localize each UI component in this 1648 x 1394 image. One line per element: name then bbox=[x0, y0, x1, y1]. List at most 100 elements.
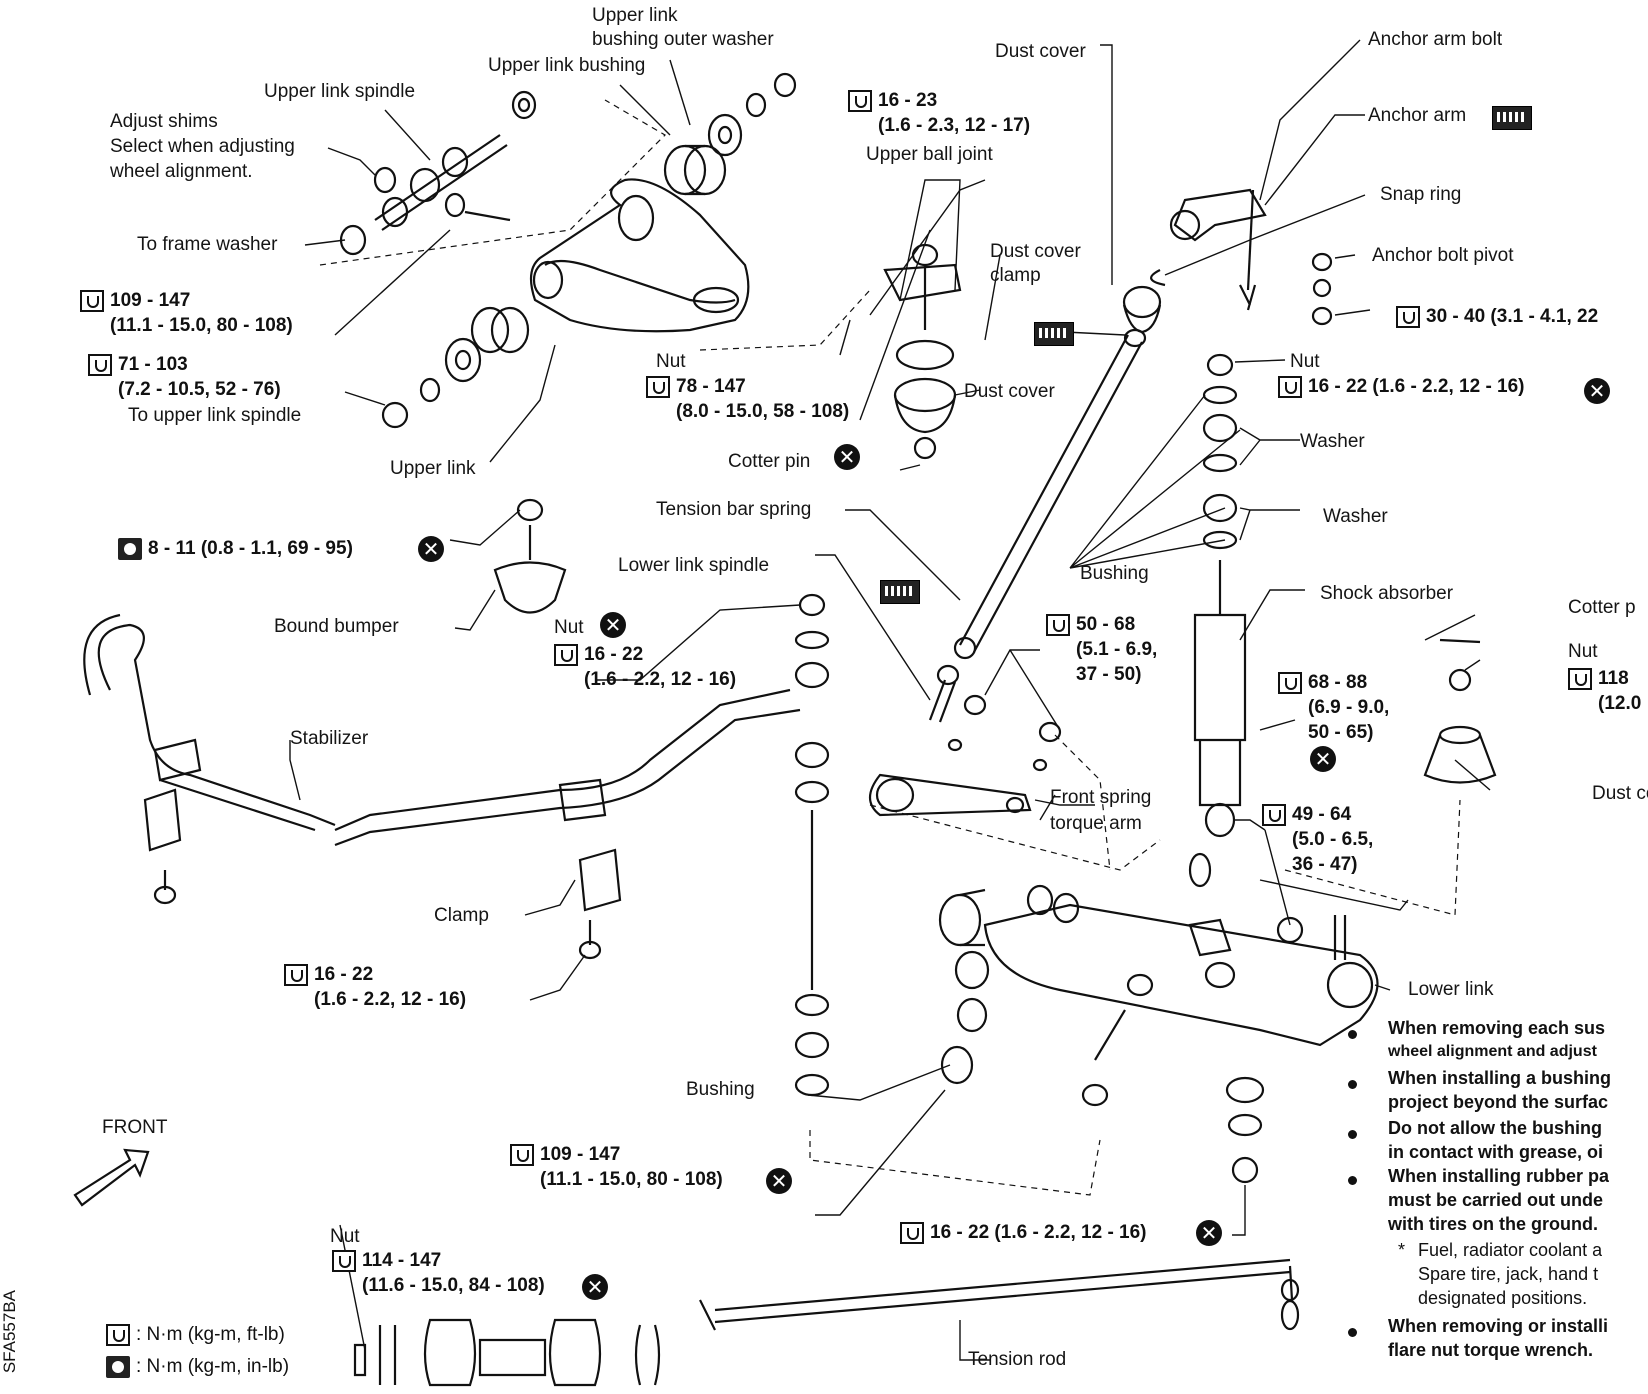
torque-wrench-icon bbox=[554, 644, 578, 666]
torque-68-88: 68 - 88 (6.9 - 9.0, 50 - 65) bbox=[1278, 670, 1389, 745]
note-bullet bbox=[1348, 1030, 1357, 1039]
legend-nm-inlb: : N·m (kg-m, in-lb) bbox=[106, 1354, 289, 1379]
label-to-frame-washer: To frame washer bbox=[137, 234, 278, 255]
torque-30-40: 30 - 40 (3.1 - 4.1, 22 bbox=[1396, 304, 1598, 329]
note-2-line-2: project beyond the surfac bbox=[1388, 1092, 1609, 1112]
grease-badge-icon bbox=[1034, 322, 1074, 346]
label-cotter-pin: Cotter pin bbox=[728, 451, 811, 472]
torque-16-22-nut-left: 16 - 22 (1.6 - 2.2, 12 - 16) bbox=[554, 642, 736, 692]
torque-wrench-icon bbox=[848, 90, 872, 112]
label-upper-link-bushing-outer-washer-1: Upper link bbox=[592, 5, 678, 26]
label-dust-cover-clamp: Dust cover bbox=[990, 241, 1081, 262]
label-snap-ring: Snap ring bbox=[1380, 184, 1462, 205]
lower-bushings bbox=[940, 852, 1300, 1302]
dust-cover-right bbox=[1423, 638, 1497, 784]
label-washer-2: Washer bbox=[1323, 506, 1388, 527]
upper-link-spindle bbox=[339, 90, 537, 256]
note-1-line-1: When removing each sus bbox=[1388, 1018, 1606, 1038]
torque-wrench-icon bbox=[1396, 306, 1420, 328]
no-reuse-icon: ✕ bbox=[766, 1168, 792, 1194]
note-5-line-1: Fuel, radiator coolant a bbox=[1418, 1240, 1603, 1260]
label-washer-1: Washer bbox=[1300, 431, 1365, 452]
torque-wrench-icon bbox=[900, 1222, 924, 1244]
tension-bar-spring bbox=[953, 328, 1147, 660]
label-dust-cov: Dust cov bbox=[1592, 783, 1648, 804]
label-nut-upper: Nut bbox=[656, 351, 686, 372]
label-upper-link: Upper link bbox=[390, 458, 476, 479]
torque-78-147: 78 - 147 (8.0 - 15.0, 58 - 108) bbox=[646, 374, 849, 424]
label-bushing-lower: Bushing bbox=[686, 1079, 755, 1100]
label-adjust-shims-3: wheel alignment. bbox=[110, 161, 253, 182]
no-reuse-icon: ✕ bbox=[1584, 378, 1610, 404]
shock-absorber bbox=[1193, 353, 1247, 838]
label-front-spring-torque-arm-2: torque arm bbox=[1050, 813, 1142, 834]
note-bullet bbox=[1348, 1328, 1357, 1337]
torque-wrench-icon bbox=[1278, 672, 1302, 694]
label-upper-ball-joint: Upper ball joint bbox=[866, 144, 993, 165]
note-5-line-2: Spare tire, jack, hand t bbox=[1418, 1264, 1599, 1284]
torque-114-147: 114 - 147 (11.6 - 15.0, 84 - 108) bbox=[332, 1248, 545, 1298]
tension-rod bbox=[353, 1258, 1300, 1387]
torque-wrench-icon bbox=[106, 1324, 130, 1346]
torque-wrench-inlb-icon bbox=[118, 538, 142, 560]
note-2-line-1: When installing a bushing bbox=[1388, 1068, 1611, 1088]
torque-16-22-bottom: 16 - 22 (1.6 - 2.2, 12 - 16) bbox=[900, 1220, 1147, 1245]
label-shock-absorber: Shock absorber bbox=[1320, 583, 1454, 604]
torque-118: 118 (12.0 bbox=[1568, 666, 1641, 716]
note-bullet bbox=[1348, 1176, 1357, 1185]
label-clamp: Clamp bbox=[434, 905, 489, 926]
note-1-line-2: wheel alignment and adjust bbox=[1388, 1043, 1597, 1060]
label-tension-bar-spring: Tension bar spring bbox=[656, 499, 812, 520]
torque-16-22-clamp: 16 - 22 (1.6 - 2.2, 12 - 16) bbox=[284, 962, 466, 1012]
label-anchor-arm: Anchor arm bbox=[1368, 105, 1467, 126]
anchor-arm bbox=[1150, 188, 1333, 326]
label-lower-link-spindle: Lower link spindle bbox=[618, 555, 770, 576]
torque-wrench-inlb-icon bbox=[106, 1356, 130, 1378]
label-front: FRONT bbox=[102, 1117, 168, 1138]
torque-wrench-icon bbox=[1046, 614, 1070, 636]
note-6-line-2: flare nut torque wrench. bbox=[1388, 1340, 1594, 1360]
label-nut-far-right: Nut bbox=[1568, 641, 1598, 662]
lower-link bbox=[938, 884, 1379, 1047]
torque-16-22-nut-right: 16 - 22 (1.6 - 2.2, 12 - 16) bbox=[1278, 374, 1525, 399]
label-cotter-p: Cotter p bbox=[1568, 597, 1636, 618]
torque-49-64: 49 - 64 (5.0 - 6.5, 36 - 47) bbox=[1262, 802, 1373, 877]
upper-link bbox=[529, 178, 750, 333]
label-bushing-mid: Bushing bbox=[1080, 563, 1149, 584]
no-reuse-icon: ✕ bbox=[834, 444, 860, 470]
label-nut-bottom: Nut bbox=[330, 1226, 360, 1247]
phantom-lines bbox=[319, 99, 1461, 1196]
label-dust-cover-clamp-2: clamp bbox=[990, 265, 1041, 286]
torque-wrench-icon bbox=[88, 354, 112, 376]
no-reuse-icon: ✕ bbox=[600, 612, 626, 638]
label-anchor-bolt-pivot: Anchor bolt pivot bbox=[1372, 245, 1514, 266]
stabilizer-link-stack bbox=[794, 593, 830, 1097]
no-reuse-icon: ✕ bbox=[418, 536, 444, 562]
label-to-upper-link-spindle: To upper link spindle bbox=[128, 405, 302, 426]
note-bullet bbox=[1348, 1130, 1357, 1139]
torque-wrench-icon bbox=[284, 964, 308, 986]
torque-109-147-lower: 109 - 147 (11.1 - 15.0, 80 - 108) bbox=[510, 1142, 723, 1192]
note-4-line-2: must be carried out unde bbox=[1388, 1190, 1604, 1210]
label-adjust-shims: Adjust shims bbox=[110, 111, 218, 132]
torque-109-147-upper: 109 - 147 (11.1 - 15.0, 80 - 108) bbox=[80, 288, 293, 338]
note-6-line-1: When removing or installi bbox=[1388, 1316, 1609, 1336]
note-5-line-3: designated positions. bbox=[1418, 1288, 1588, 1308]
note-3-line-1: Do not allow the bushing bbox=[1388, 1118, 1602, 1138]
label-nut-right: Nut bbox=[1290, 351, 1320, 372]
note-4-line-3: with tires on the ground. bbox=[1388, 1214, 1598, 1234]
front-arrow bbox=[73, 1148, 150, 1207]
leader-lines bbox=[289, 39, 1491, 1361]
torque-wrench-icon bbox=[646, 376, 670, 398]
stabilizer-bar bbox=[83, 613, 801, 960]
note-5-star: * bbox=[1398, 1240, 1406, 1260]
no-reuse-icon: ✕ bbox=[1196, 1220, 1222, 1246]
figure-code: SFA557BA bbox=[0, 1290, 19, 1374]
label-adjust-shims-2: Select when adjusting bbox=[110, 136, 295, 157]
label-dust-cover-mid: Dust cover bbox=[964, 381, 1055, 402]
torque-wrench-icon bbox=[1568, 668, 1592, 690]
torque-wrench-icon bbox=[1278, 376, 1302, 398]
no-reuse-icon: ✕ bbox=[1310, 746, 1336, 772]
